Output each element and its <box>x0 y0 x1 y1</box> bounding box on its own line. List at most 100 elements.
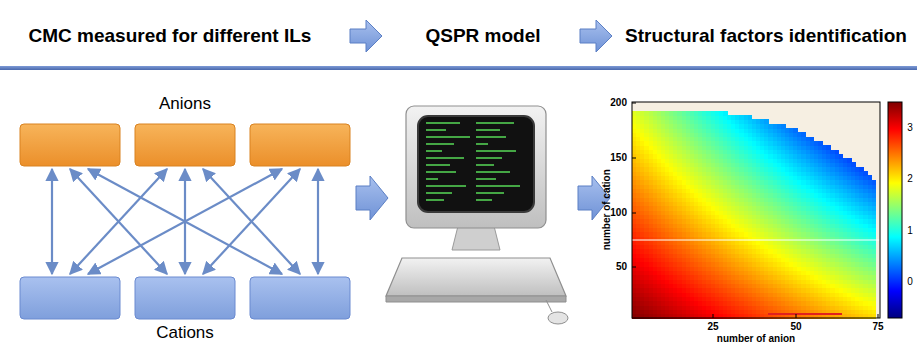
heatmap-cell <box>640 253 645 258</box>
heatmap-cell <box>739 292 744 297</box>
heatmap-cell <box>731 253 736 258</box>
heatmap-cell <box>706 227 711 232</box>
heatmap-cell <box>731 292 736 297</box>
heatmap-cell <box>690 219 695 224</box>
heatmap-cell <box>797 214 802 219</box>
heatmap-cell <box>657 124 662 129</box>
heatmap-cell <box>649 180 654 185</box>
heatmap-cell <box>781 223 786 228</box>
heatmap-cell <box>789 171 794 176</box>
heatmap-cell <box>760 292 765 297</box>
heatmap-cell <box>636 262 641 267</box>
heatmap-cell <box>735 124 740 129</box>
heatmap-cell <box>690 301 695 306</box>
heatmap-cell <box>727 175 732 180</box>
heatmap-cell <box>715 175 720 180</box>
heatmap-cell <box>694 270 699 275</box>
heatmap-cell <box>661 219 666 224</box>
heatmap-cell <box>744 270 749 275</box>
heatmap-cell <box>640 262 645 267</box>
heatmap-cell <box>677 145 682 150</box>
heatmap-cell <box>694 188 699 193</box>
heatmap-cell <box>657 288 662 293</box>
heatmap-cell <box>735 162 740 167</box>
heatmap-cell <box>657 175 662 180</box>
heatmap-cell <box>686 283 691 288</box>
heatmap-cell <box>657 141 662 146</box>
heatmap-cell <box>764 275 769 280</box>
heatmap-cell <box>698 137 703 142</box>
heatmap-cell <box>690 223 695 228</box>
heatmap-cell <box>686 253 691 258</box>
heatmap-cell <box>789 162 794 167</box>
heatmap-cell <box>649 197 654 202</box>
heatmap-cell <box>682 124 687 129</box>
heatmap-cell <box>748 223 753 228</box>
heatmap-cell <box>677 210 682 215</box>
heatmap-cell <box>773 227 778 232</box>
heatmap-cell <box>632 150 637 155</box>
heatmap-cell <box>640 154 645 159</box>
heatmap-cell <box>793 150 798 155</box>
heatmap-cell <box>773 180 778 185</box>
heatmap-cell <box>686 249 691 254</box>
heatmap-cell <box>739 137 744 142</box>
heatmap-cell <box>777 262 782 267</box>
screen-text-stroke <box>476 143 488 145</box>
heatmap-cell <box>649 128 654 133</box>
heatmap-cell <box>640 124 645 129</box>
heatmap-cell <box>744 266 749 271</box>
heatmap-cell <box>673 292 678 297</box>
heatmap-cell <box>669 253 674 258</box>
heatmap-cell <box>793 266 798 271</box>
heatmap-cell <box>661 184 666 189</box>
heatmap-cell <box>797 301 802 306</box>
heatmap-cell <box>649 184 654 189</box>
heatmap-cell <box>727 119 732 124</box>
heatmap-cell <box>773 171 778 176</box>
heatmap-cell <box>657 214 662 219</box>
heatmap-cell <box>694 111 699 116</box>
heatmap-cell <box>756 283 761 288</box>
heatmap-cell <box>690 145 695 150</box>
heatmap-cell <box>702 270 707 275</box>
heatmap-cell <box>777 128 782 133</box>
heatmap-cell <box>768 214 773 219</box>
heatmap-cell <box>657 137 662 142</box>
heatmap-cell <box>698 124 703 129</box>
heatmap-cell <box>789 180 794 185</box>
heatmap-cell <box>801 266 806 271</box>
heatmap-cell <box>773 258 778 263</box>
heatmap-cell <box>711 180 716 185</box>
heatmap-cell <box>793 132 798 137</box>
heatmap-cell <box>764 206 769 211</box>
heatmap-cell <box>669 309 674 314</box>
heatmap-cell <box>669 270 674 275</box>
heatmap-cell <box>649 275 654 280</box>
heatmap-cell <box>669 283 674 288</box>
heatmap-cell <box>686 150 691 155</box>
heatmap-cell <box>735 283 740 288</box>
heatmap-cell <box>715 141 720 146</box>
heatmap-cell <box>706 115 711 120</box>
heatmap-cell <box>735 232 740 237</box>
heatmap-cell <box>698 167 703 172</box>
heatmap-cell <box>789 150 794 155</box>
heatmap-cell <box>632 111 637 116</box>
heatmap-cell <box>636 167 641 172</box>
heatmap-cell <box>764 223 769 228</box>
heatmap-cell <box>649 223 654 228</box>
heatmap-cell <box>777 305 782 310</box>
heatmap-cell <box>653 132 658 137</box>
heatmap-cell <box>632 145 637 150</box>
heatmap-cell <box>632 210 637 215</box>
heatmap-cell <box>764 283 769 288</box>
keyboard-edge <box>386 296 566 302</box>
heatmap-cell <box>723 240 728 245</box>
heatmap-cell <box>764 232 769 237</box>
heatmap-cell <box>773 249 778 254</box>
heatmap-cell <box>777 162 782 167</box>
heatmap-cell <box>773 262 778 267</box>
heatmap-cell <box>748 214 753 219</box>
heatmap-cell <box>748 167 753 172</box>
